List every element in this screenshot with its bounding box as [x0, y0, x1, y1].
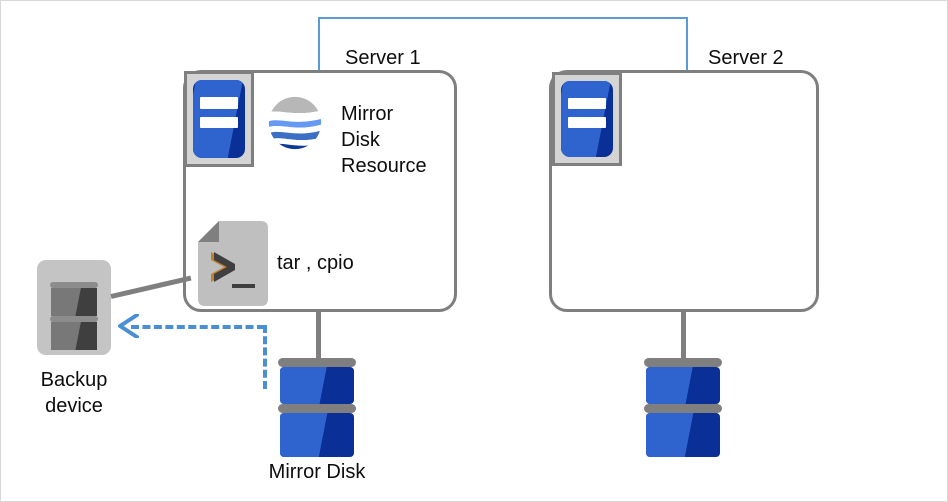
server-icon-body [561, 81, 613, 157]
server1-title: Server 1 [345, 47, 421, 69]
backup-disk-body-upper [51, 288, 97, 316]
mirror-disk-resource-label-line3: Resource [341, 155, 427, 177]
disk-cap-middle [644, 404, 722, 413]
server-interconnect-link [318, 17, 688, 73]
disk-body-lower [646, 413, 720, 457]
mirror-disk-resource-label-line2: Disk [341, 129, 380, 151]
backup-device-label-line2: device [45, 395, 103, 417]
server-icon-body [193, 80, 245, 158]
server1-disk-connector [316, 312, 321, 359]
backup-disk-body-lower [51, 322, 97, 350]
backup-disk-cap-top [50, 282, 98, 288]
server-icon-bar-top [568, 97, 606, 110]
server-icon [552, 72, 622, 166]
disk-body-upper [646, 367, 720, 404]
disk-cap-middle [278, 404, 356, 413]
mirror-disk-resource-globe-icon [266, 94, 324, 152]
server-icon-bar-top [200, 97, 238, 109]
mirror-disk-resource-label-line1: Mirror [341, 103, 394, 125]
disk-cap-top [644, 358, 722, 367]
backup-device-label-line1: Backup [40, 369, 108, 391]
disk-body-lower [280, 413, 354, 457]
server-icon-bar-bottom [568, 116, 606, 129]
disk-body-upper [280, 367, 354, 404]
dashed-arrow-head-icon [117, 313, 139, 339]
backup-device-icon [37, 260, 111, 355]
disk-stack-icon [644, 358, 722, 457]
script-terminal-icon [198, 221, 268, 306]
mirror-disk-to-backup-device-arrow-vertical [263, 325, 267, 389]
tar-cpio-label: tar , cpio [277, 252, 354, 274]
backup-device-to-server1-line [110, 275, 192, 299]
server2-title: Server 2 [708, 47, 784, 69]
server-icon-bar-bottom [200, 116, 238, 129]
backup-disk-cap-middle [50, 316, 98, 322]
disk-cap-top [278, 358, 356, 367]
mirror-disk-label: Mirror Disk [268, 461, 366, 483]
server-icon [184, 71, 254, 167]
server2-disk-connector [681, 312, 686, 359]
mirror-disk-to-backup-device-arrow-horizontal [131, 325, 265, 329]
disk-stack-icon [278, 358, 356, 457]
